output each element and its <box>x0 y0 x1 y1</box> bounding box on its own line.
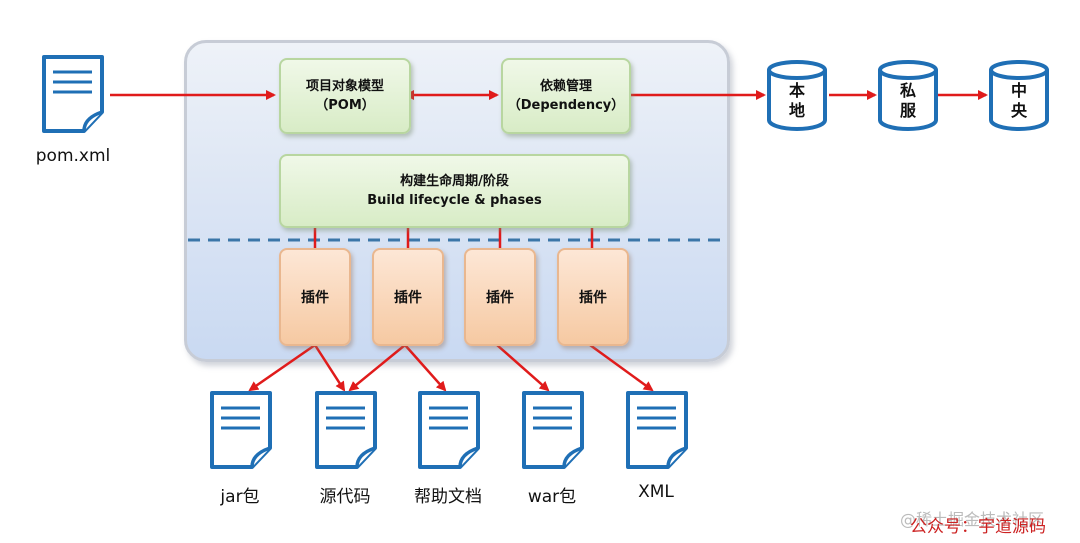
pom-document-icon <box>42 55 104 133</box>
plugin-label: 插件 <box>486 290 514 306</box>
output-label-source: 源代码 <box>319 487 371 507</box>
source-document-icon <box>315 391 377 469</box>
central-repo-line1: 中 <box>1010 81 1027 100</box>
plugin-label: 插件 <box>579 290 607 306</box>
arrow-plugin4-to-xml <box>589 343 654 392</box>
pom-file-label: pom.xml <box>35 146 111 166</box>
private-repo-line2: 服 <box>899 101 916 120</box>
watermark-secondary: @稀土掘金技术社区 <box>900 510 1045 529</box>
central-repo-database-icon <box>989 60 1049 131</box>
pom-model-subtitle: （POM） <box>315 98 375 113</box>
arrow-plugin2-to-docs <box>404 344 447 392</box>
arrow-plugin2-to-source <box>348 344 406 392</box>
plugin-label: 插件 <box>301 290 329 306</box>
output-label-war: war包 <box>527 487 577 507</box>
local-repo-line2: 地 <box>788 101 805 120</box>
local-repo-label: 本 地 <box>766 76 828 126</box>
war-document-icon <box>522 391 584 469</box>
plugin-box-2: 插件 <box>372 248 444 346</box>
central-repo-line2: 央 <box>1010 101 1027 120</box>
local-repo-line1: 本 <box>788 81 805 100</box>
watermark-main: 公众号：宇道源码 <box>910 517 1046 537</box>
dependency-subtitle: （Dependency） <box>507 98 625 113</box>
plugin-box-3: 插件 <box>464 248 536 346</box>
plugin-box-1: 插件 <box>279 248 351 346</box>
lifecycle-subtitle: Build lifecycle & phases <box>367 193 542 208</box>
output-label-jar: jar包 <box>220 487 260 507</box>
output-label-docs: 帮助文档 <box>414 487 482 507</box>
lifecycle-title: 构建生命周期/阶段 <box>400 174 509 189</box>
jar-document-icon <box>210 391 272 469</box>
arrow-plugin1-to-source <box>313 344 346 392</box>
xml-document-icon <box>626 391 688 469</box>
private-repo-line1: 私 <box>899 81 916 100</box>
plugin-label: 插件 <box>394 290 422 306</box>
arrow-plugin3-to-war <box>496 344 550 392</box>
arrow-plugin1-to-jar <box>248 343 316 392</box>
private-repo-label: 私 服 <box>877 76 939 126</box>
private-repo-database-icon <box>878 60 938 131</box>
dependency-title: 依赖管理 <box>539 79 592 94</box>
lifecycle-box: 构建生命周期/阶段 Build lifecycle & phases <box>279 154 630 228</box>
pom-model-box: 项目对象模型 （POM） <box>279 58 411 134</box>
docs-document-icon <box>418 391 480 469</box>
pom-model-title: 项目对象模型 <box>305 79 384 94</box>
dependency-box: 依赖管理 （Dependency） <box>501 58 631 134</box>
dashed-separator <box>188 238 720 242</box>
central-repo-label: 中 央 <box>988 76 1050 126</box>
plugin-box-4: 插件 <box>557 248 629 346</box>
output-label-xml: XML <box>638 482 674 502</box>
local-repo-database-icon <box>767 60 827 131</box>
